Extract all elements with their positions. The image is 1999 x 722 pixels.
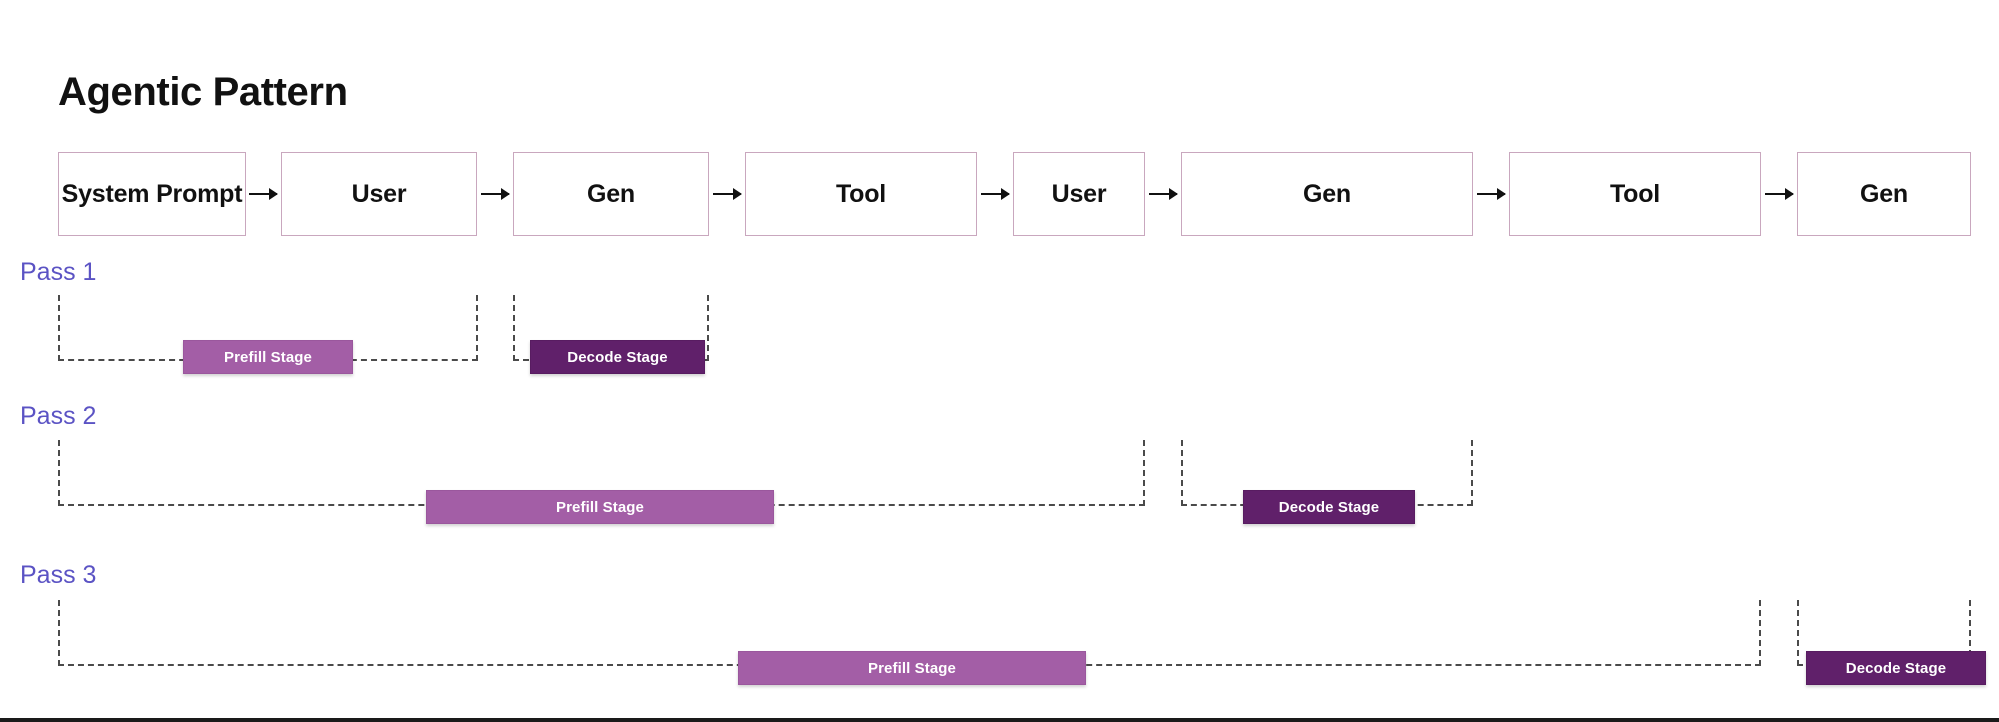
flow-box-gen-2[interactable]: Gen [513,152,709,236]
flow-box-gen-5[interactable]: Gen [1181,152,1473,236]
pass-3-prefill-bracket-right-edge [1759,600,1761,666]
pass-1-decode-stage-bar[interactable]: Decode Stage [530,340,705,374]
stage-bar-label: Decode Stage [1845,659,1947,677]
stage-bar-label: Prefill Stage [868,659,956,677]
flow-box-label: Gen [1302,179,1352,208]
stage-bar-label: Decode Stage [1278,498,1380,516]
pass-1-decode-bracket-left-edge [513,295,515,361]
flow-box-label: Gen [1859,179,1909,208]
flow-arrow-icon-6 [1765,193,1793,195]
flow-box-label: Gen [586,179,636,208]
pass-1-decode-bracket-right-edge [707,295,709,361]
pass-2-prefill-bracket-right-edge [1143,440,1145,506]
flow-box-label: Tool [1609,179,1661,208]
pass-2-prefill-stage-bar[interactable]: Prefill Stage [426,490,774,524]
pass-3-prefill-bracket-left-edge [58,600,60,666]
flow-box-label: User [1051,179,1107,208]
flow-arrow-icon-0 [249,193,277,195]
flow-arrow-icon-5 [1477,193,1505,195]
flow-box-user-1[interactable]: User [281,152,477,236]
flow-box-system-prompt-0[interactable]: System Prompt [58,152,246,236]
flow-arrow-icon-4 [1149,193,1177,195]
flow-sequence-row: System Prompt User Gen Tool User Gen Tool Gen [0,152,1999,236]
pass-2-decode-stage-bar[interactable]: Decode Stage [1243,490,1415,524]
pass-1-prefill-stage-bar[interactable]: Prefill Stage [183,340,353,374]
stage-bar-label: Prefill Stage [556,498,644,516]
pass-2-decode-bracket-left-edge [1181,440,1183,506]
flow-arrow-icon-3 [981,193,1009,195]
pass-1-prefill-bracket-right-edge [476,295,478,361]
pass-1-prefill-bracket-left-edge [58,295,60,361]
pass-3-prefill-stage-bar[interactable]: Prefill Stage [738,651,1086,685]
pass-3-decode-stage-bar[interactable]: Decode Stage [1806,651,1986,685]
flow-arrow-icon-1 [481,193,509,195]
stage-bar-label: Prefill Stage [224,348,312,366]
pass-label-1: Pass 1 [20,258,97,286]
flow-box-user-4[interactable]: User [1013,152,1145,236]
flow-box-label: System Prompt [61,179,243,208]
flow-box-gen-7[interactable]: Gen [1797,152,1971,236]
flow-box-label: Tool [835,179,887,208]
stage-bar-label: Decode Stage [567,348,668,366]
flow-box-tool-3[interactable]: Tool [745,152,977,236]
pass-label-2: Pass 2 [20,402,97,430]
pass-2-prefill-bracket-left-edge [58,440,60,506]
pass-3-decode-bracket-right-edge [1969,600,1971,666]
pass-2-decode-bracket-right-edge [1471,440,1473,506]
flow-box-tool-6[interactable]: Tool [1509,152,1761,236]
pass-label-3: Pass 3 [20,561,97,589]
page-title: Agentic Pattern [58,70,348,114]
flow-arrow-icon-2 [713,193,741,195]
flow-box-label: User [351,179,407,208]
pass-3-decode-bracket-left-edge [1797,600,1799,666]
